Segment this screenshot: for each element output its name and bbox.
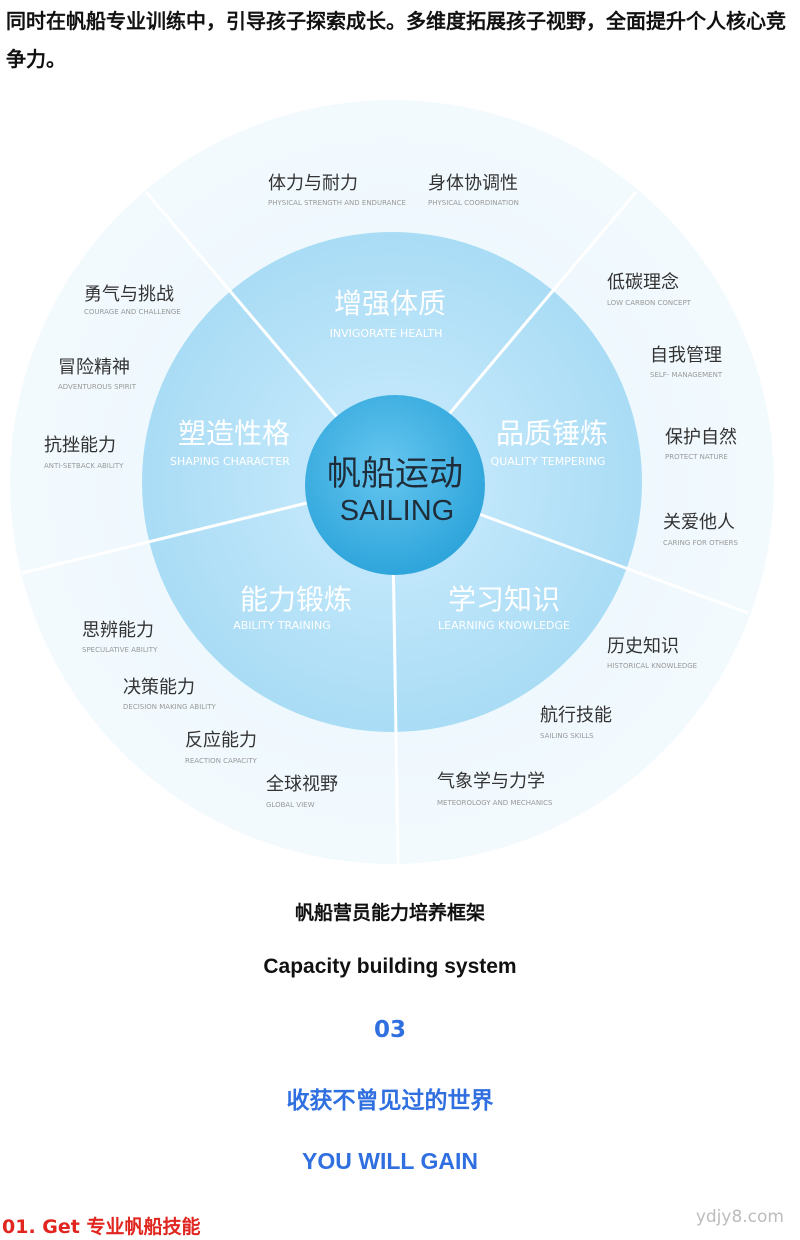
sector-label-en: SHAPING CHARACTER xyxy=(170,455,290,468)
item-label-en: PHYSICAL COORDINATION xyxy=(428,199,519,207)
sector-label-cn: 学习知识 xyxy=(448,583,560,616)
subheading: 01. Get 专业帆船技能 xyxy=(2,1216,201,1238)
sector-health: 增强体质 INVIGORATE HEALTH xyxy=(330,287,446,340)
item-strength: 体力与耐力 PHYSICAL STRENGTH AND ENDURANCE xyxy=(268,173,406,207)
item-selfmgmt: 自我管理 SELF- MANAGEMENT xyxy=(650,345,723,379)
item-antisetback: 抗挫能力 ANTI-SETBACK ABILITY xyxy=(44,435,124,470)
item-label-cn: 低碳理念 xyxy=(607,271,679,293)
item-label-en: GLOBAL VIEW xyxy=(266,801,315,809)
center-title-cn: 帆船运动 xyxy=(327,454,463,494)
sector-label-en: QUALITY TEMPERING xyxy=(491,455,606,468)
sector-knowledge: 学习知识 LEARNING KNOWLEDGE xyxy=(438,583,570,632)
item-label-en: CARING FOR OTHERS xyxy=(663,539,738,547)
item-label-cn: 抗挫能力 xyxy=(44,435,116,456)
item-label-cn: 身体协调性 xyxy=(428,173,518,194)
sector-label-cn: 品质锤炼 xyxy=(496,417,608,450)
item-label-cn: 思辨能力 xyxy=(82,620,154,641)
item-label-cn: 反应能力 xyxy=(185,730,257,751)
item-label-en: SAILING SKILLS xyxy=(540,732,594,740)
section-number: 03 xyxy=(373,1017,406,1043)
item-label-en: LOW CARBON CONCEPT xyxy=(607,299,692,307)
item-coordination: 身体协调性 PHYSICAL COORDINATION xyxy=(428,173,519,207)
intro-paragraph: 同时在帆船专业训练中，引导孩子探索成长。多维度拓展孩子视野，全面提升个人核心竞争… xyxy=(6,9,786,71)
watermark: ydjy8.com xyxy=(695,1207,784,1227)
item-history: 历史知识 HISTORICAL KNOWLEDGE xyxy=(607,636,697,670)
item-label-cn: 决策能力 xyxy=(123,677,195,698)
item-label-en: SELF- MANAGEMENT xyxy=(650,371,723,379)
sector-quality: 品质锤炼 QUALITY TEMPERING xyxy=(491,417,608,468)
item-label-cn: 航行技能 xyxy=(540,705,612,726)
item-label-en: ADVENTUROUS SPIRIT xyxy=(58,383,137,391)
diagram-caption-en: Capacity building system xyxy=(263,955,517,978)
item-label-en: COURAGE AND CHALLENGE xyxy=(84,308,181,316)
item-label-en: METEOROLOGY AND MECHANICS xyxy=(437,799,553,807)
sector-label-en: INVIGORATE HEALTH xyxy=(330,327,443,340)
sector-label-en: ABILITY TRAINING xyxy=(233,619,331,632)
sector-label-cn: 塑造性格 xyxy=(178,417,290,450)
section-title-cn: 收获不曾见过的世界 xyxy=(286,1088,494,1114)
item-speculative: 思辨能力 SPECULATIVE ABILITY xyxy=(82,620,158,654)
item-label-cn: 气象学与力学 xyxy=(437,771,545,792)
item-label-en: PHYSICAL STRENGTH AND ENDURANCE xyxy=(268,199,406,207)
item-label-en: REACTION CAPACITY xyxy=(185,757,257,765)
item-decision: 决策能力 DECISION MAKING ABILITY xyxy=(123,677,217,711)
item-label-en: ANTI-SETBACK ABILITY xyxy=(44,462,124,470)
center-circle xyxy=(305,395,485,575)
item-label-cn: 体力与耐力 xyxy=(268,173,358,194)
item-label-cn: 冒险精神 xyxy=(58,357,130,378)
item-label-cn: 自我管理 xyxy=(650,345,722,366)
item-label-cn: 历史知识 xyxy=(607,636,679,657)
section-title-en: YOU WILL GAIN xyxy=(302,1148,478,1174)
item-label-cn: 关爱他人 xyxy=(663,512,735,533)
item-courage: 勇气与挑战 COURAGE AND CHALLENGE xyxy=(84,284,181,316)
item-label-cn: 全球视野 xyxy=(266,774,338,795)
item-label-cn: 勇气与挑战 xyxy=(84,284,174,305)
sector-label-en: LEARNING KNOWLEDGE xyxy=(438,619,570,632)
sector-label-cn: 能力锻炼 xyxy=(240,583,352,616)
item-reaction: 反应能力 REACTION CAPACITY xyxy=(185,730,257,765)
item-label-en: HISTORICAL KNOWLEDGE xyxy=(607,662,697,670)
item-navigation: 航行技能 SAILING SKILLS xyxy=(540,705,612,740)
sector-character: 塑造性格 SHAPING CHARACTER xyxy=(170,417,290,468)
item-adventurous: 冒险精神 ADVENTUROUS SPIRIT xyxy=(58,357,137,391)
sector-label-cn: 增强体质 xyxy=(334,287,446,320)
item-meteorology: 气象学与力学 METEOROLOGY AND MECHANICS xyxy=(437,771,553,807)
item-label-en: DECISION MAKING ABILITY xyxy=(123,703,217,711)
sector-ability: 能力锻炼 ABILITY TRAINING xyxy=(233,583,352,632)
center-title-en: SAILING xyxy=(340,495,454,527)
item-caring: 关爱他人 CARING FOR OTHERS xyxy=(663,512,738,547)
item-globalview: 全球视野 GLOBAL VIEW xyxy=(266,774,338,809)
item-label-en: PROTECT NATURE xyxy=(665,453,728,461)
diagram-caption-cn: 帆船营员能力培养框架 xyxy=(294,902,485,924)
item-label-cn: 保护自然 xyxy=(665,427,737,448)
capacity-framework-diagram: 帆船运动 SAILING 增强体质 INVIGORATE HEALTH 品质锤炼… xyxy=(10,100,774,864)
item-nature: 保护自然 PROTECT NATURE xyxy=(665,427,737,461)
item-lowcarbon: 低碳理念 LOW CARBON CONCEPT xyxy=(607,271,692,307)
item-label-en: SPECULATIVE ABILITY xyxy=(82,646,158,654)
